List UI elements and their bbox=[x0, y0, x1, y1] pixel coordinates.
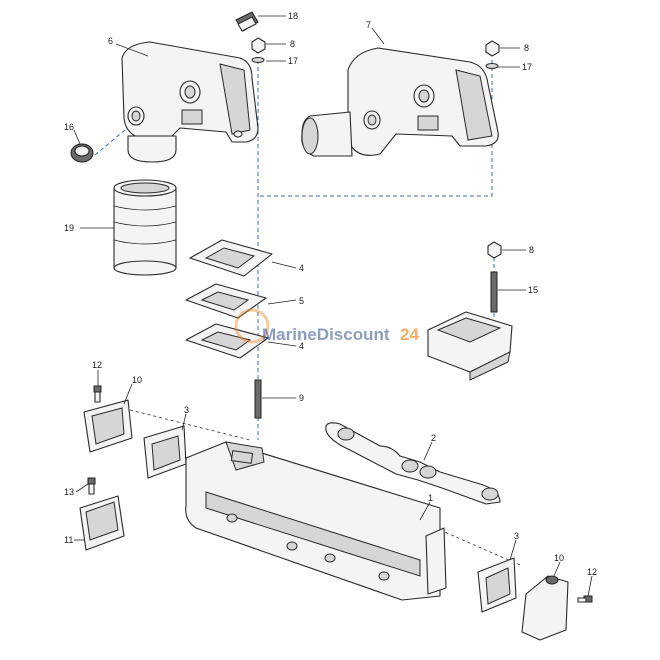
watermark-brand: MarineDiscount bbox=[262, 325, 390, 344]
end-cover-10-left bbox=[83, 399, 133, 453]
bolt-12-left bbox=[93, 385, 102, 403]
callout-3-right: 3 bbox=[514, 531, 519, 541]
callout-8-middle: 8 bbox=[529, 245, 534, 255]
callout-17-left: 17 bbox=[288, 56, 298, 66]
callout-8-top: 8 bbox=[290, 39, 295, 49]
end-cover-10-right bbox=[521, 575, 569, 641]
callout-9: 9 bbox=[299, 393, 304, 403]
callout-3-left: 3 bbox=[184, 405, 189, 415]
callout-8-right: 8 bbox=[524, 43, 529, 53]
callout-16: 16 bbox=[64, 122, 74, 132]
callout-19: 19 bbox=[64, 223, 74, 233]
callout-5: 5 bbox=[299, 296, 304, 306]
callout-12-left: 12 bbox=[92, 360, 102, 370]
callout-1: 1 bbox=[428, 493, 433, 503]
bolt-13 bbox=[87, 477, 96, 495]
callout-4-top: 4 bbox=[299, 263, 304, 273]
callout-6: 6 bbox=[108, 36, 113, 46]
watermark-suffix: 24 bbox=[400, 325, 419, 344]
callout-4-bottom: 4 bbox=[299, 341, 304, 351]
callout-7: 7 bbox=[366, 20, 371, 30]
callout-12-right: 12 bbox=[587, 567, 597, 577]
spacer-5 bbox=[185, 283, 267, 319]
gasket-3-right bbox=[477, 557, 517, 613]
callout-10-left: 10 bbox=[132, 375, 142, 385]
callout-18: 18 bbox=[288, 11, 298, 21]
manifold-gasket-2 bbox=[325, 422, 501, 505]
callout-10-right: 10 bbox=[554, 553, 564, 563]
block-off-plate-11 bbox=[79, 495, 125, 551]
exhaust-manifold-1 bbox=[185, 441, 447, 601]
nut-8-top bbox=[251, 37, 266, 63]
exhaust-elbow-6 bbox=[121, 41, 259, 163]
exhaust-elbow-7 bbox=[301, 47, 499, 157]
callout-labels: 18 8 17 6 7 8 17 16 19 4 5 4 8 15 9 12 1… bbox=[64, 11, 597, 577]
callout-11: 11 bbox=[64, 535, 73, 545]
gasket-4-bottom bbox=[185, 323, 269, 359]
gasket-3-left bbox=[143, 425, 187, 479]
callout-15: 15 bbox=[528, 285, 538, 295]
leader-lines bbox=[73, 15, 593, 597]
riser-block bbox=[427, 311, 513, 381]
stud-15 bbox=[490, 271, 498, 313]
bolt-12-right bbox=[577, 595, 593, 603]
callout-17-right: 17 bbox=[522, 62, 532, 72]
callout-13: 13 bbox=[64, 487, 74, 497]
nut-8-middle bbox=[487, 241, 502, 259]
watermark: MarineDiscount 24 bbox=[234, 308, 419, 344]
plug-16 bbox=[70, 143, 94, 163]
pipe-plug-18 bbox=[235, 11, 259, 32]
gasket-4-top bbox=[189, 239, 273, 277]
nut-8-right bbox=[485, 40, 500, 69]
stud-9 bbox=[254, 379, 262, 419]
sleeve-19 bbox=[113, 179, 177, 276]
callout-2: 2 bbox=[431, 433, 436, 443]
